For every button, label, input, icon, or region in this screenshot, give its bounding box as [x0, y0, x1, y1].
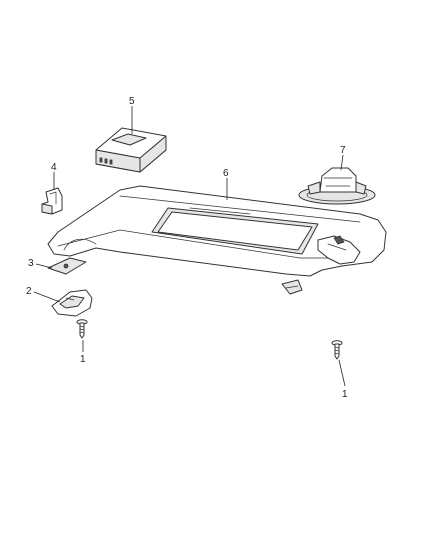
part-5-module	[95, 127, 167, 173]
callout-2: 2	[26, 286, 32, 297]
callout-1-right: 1	[342, 389, 348, 400]
callout-7: 7	[340, 145, 346, 156]
part-2-base	[51, 289, 93, 317]
part-1-screw-right	[331, 340, 343, 360]
part-4-clip	[41, 187, 63, 215]
part-7-bracket	[298, 167, 376, 205]
leader-1-right	[338, 359, 346, 387]
callout-1-left: 1	[80, 354, 86, 365]
part-1-screw-left	[76, 319, 88, 339]
callout-4: 4	[51, 162, 57, 173]
leader-7	[340, 154, 344, 171]
leader-3	[35, 263, 53, 269]
part-3-pad	[47, 257, 87, 275]
callout-6: 6	[223, 168, 229, 179]
part-6-sun-visor	[47, 185, 387, 295]
callout-3: 3	[28, 258, 34, 269]
callout-5: 5	[129, 96, 135, 107]
leader-2	[33, 291, 61, 303]
